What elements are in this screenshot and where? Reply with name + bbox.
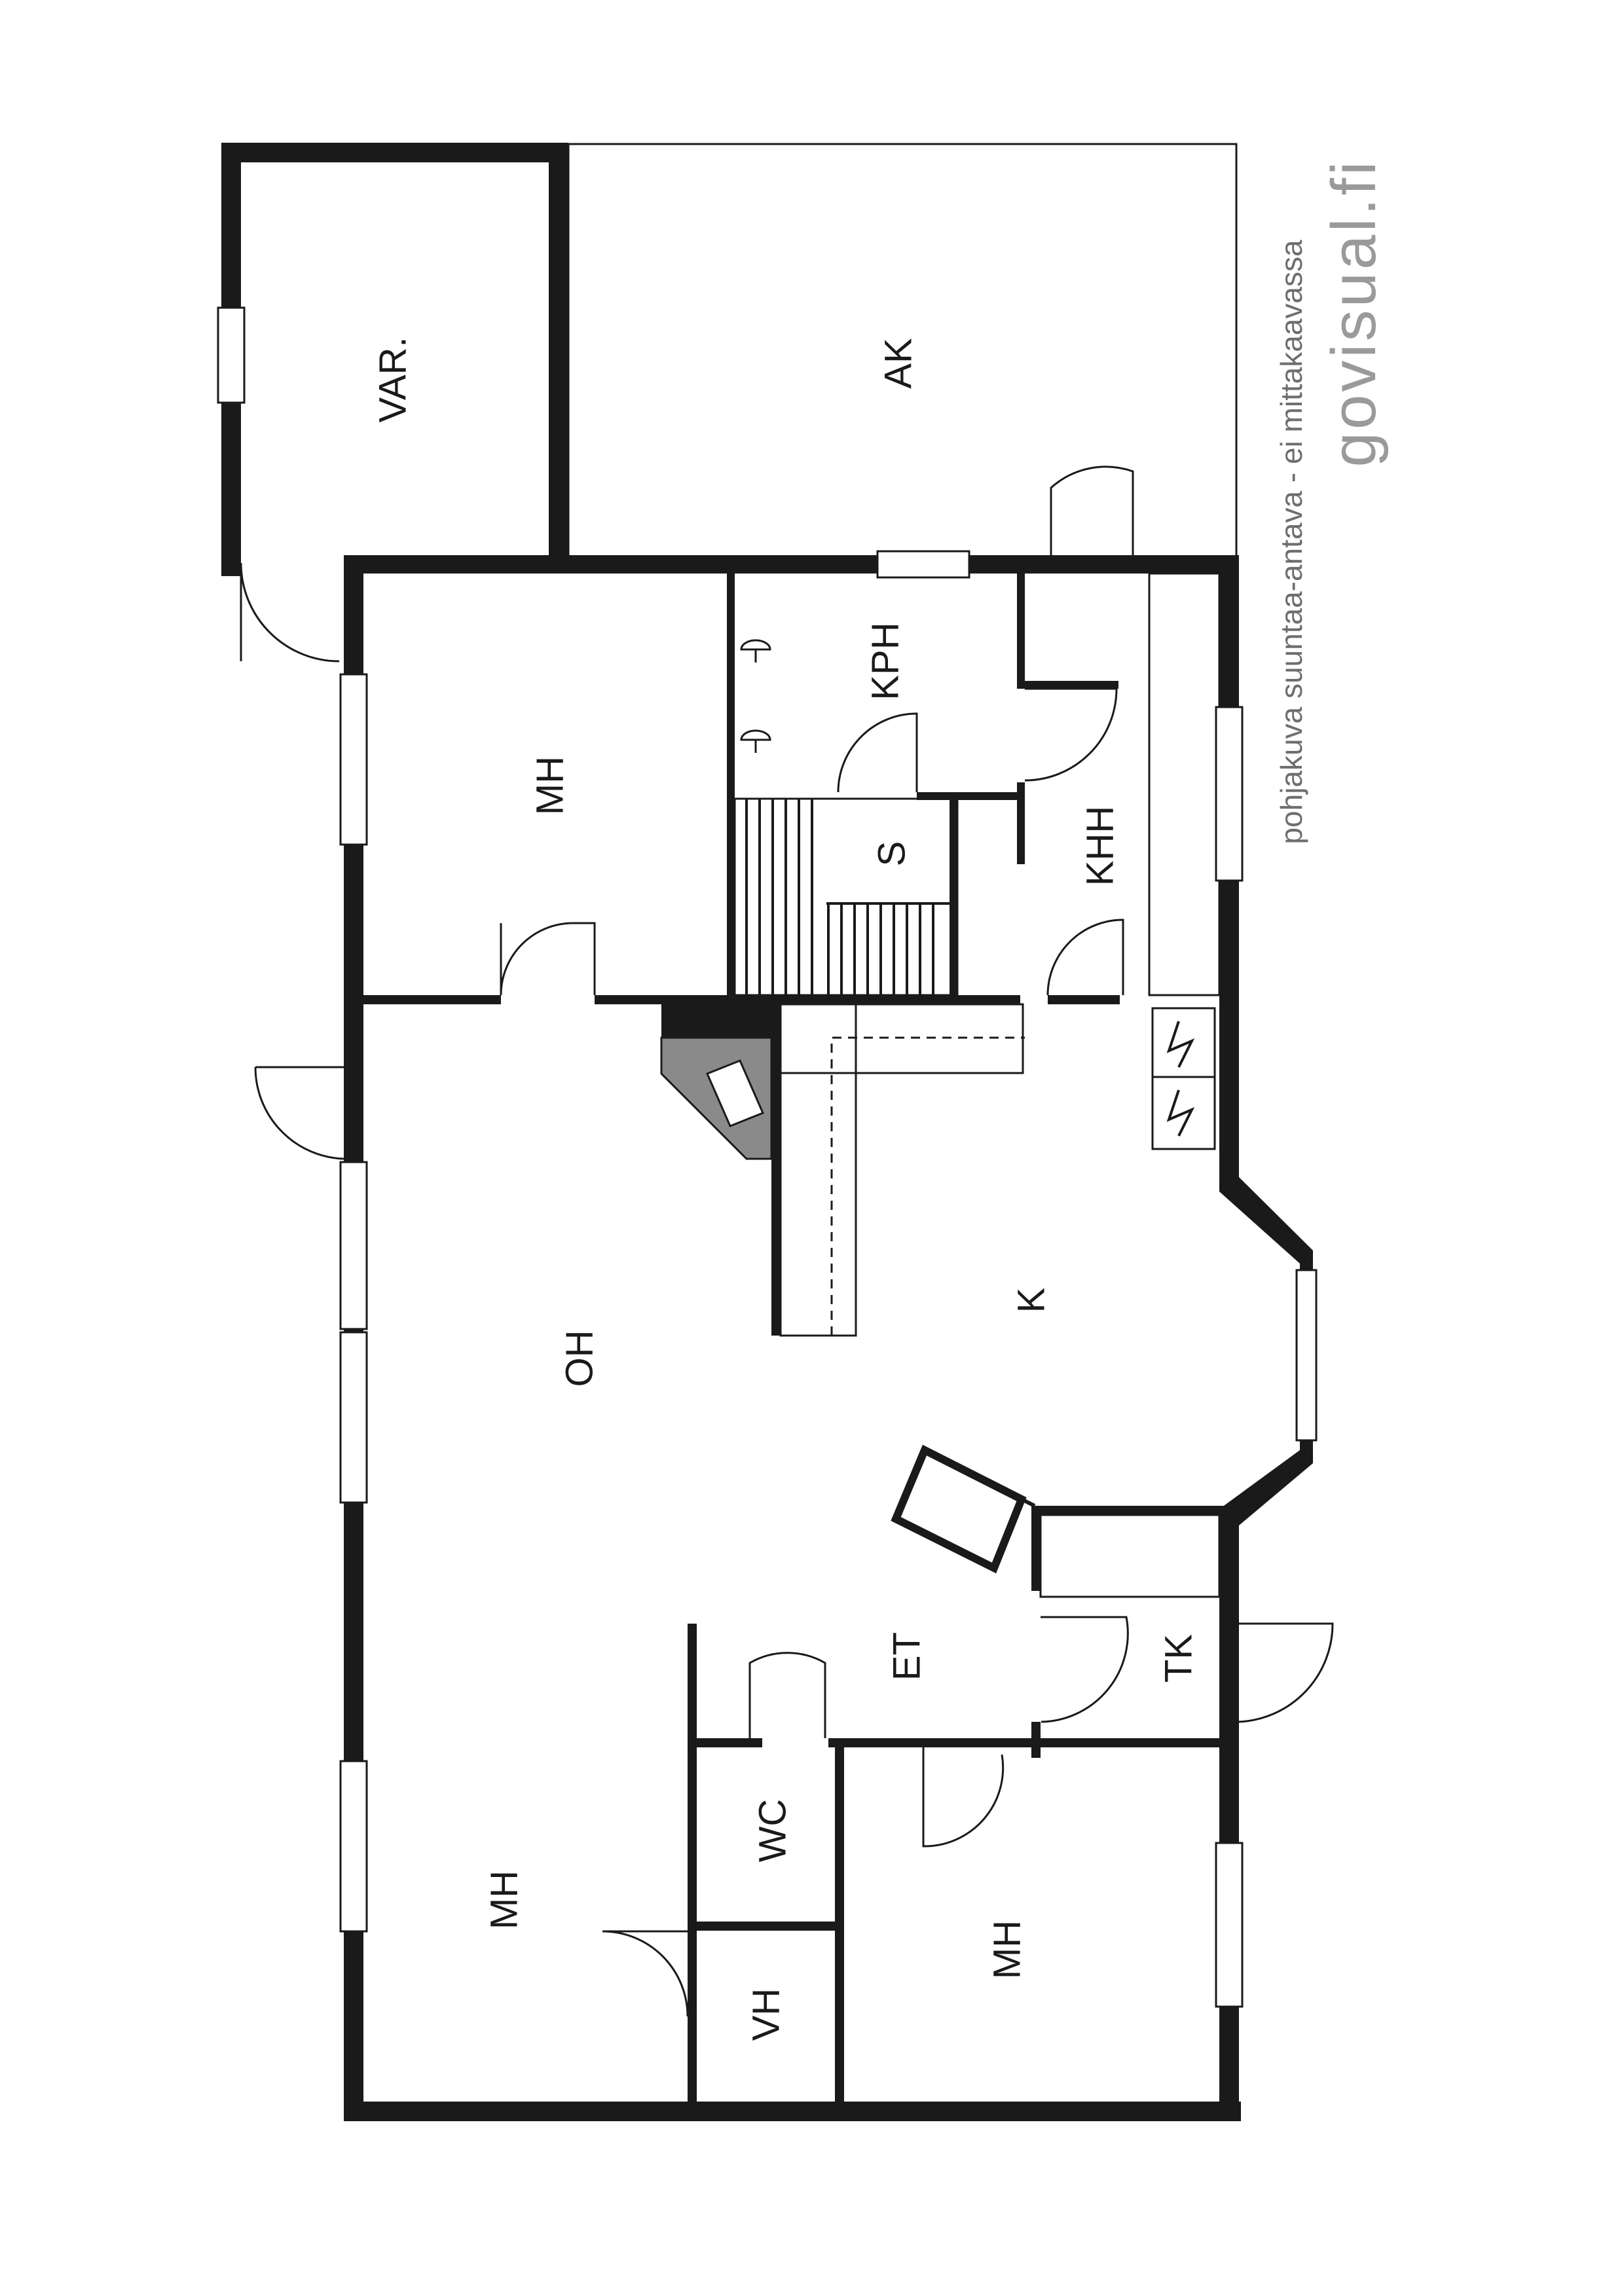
door-swing-icon — [254, 1066, 344, 1160]
room-label-vh: VH — [745, 1988, 788, 2041]
door-swing-icon — [837, 712, 918, 793]
window-icon — [1215, 706, 1244, 882]
kitchen-appliance — [891, 1444, 1036, 1574]
room-label-mh-bottom-right: MH — [986, 1920, 1029, 1979]
door-swing-icon — [240, 562, 340, 663]
door-swing-icon — [748, 1652, 826, 1738]
shower-icon — [740, 639, 771, 753]
room-label-s: S — [871, 841, 913, 867]
room-labels: VAR. AK MH KPH S KHH OH K ET TK WC VH MH… — [372, 337, 1200, 2041]
doors — [240, 465, 1334, 2017]
window-icon — [1215, 1842, 1244, 2008]
window-icon — [339, 1161, 368, 1330]
room-label-mh-bottom-left: MH — [483, 1870, 526, 1929]
room-label-var: VAR. — [372, 337, 415, 422]
room-label-ak: AK — [877, 338, 920, 389]
interior-walls — [363, 572, 1221, 2121]
window-icon — [217, 306, 246, 404]
door-swing-icon — [500, 922, 596, 996]
door-swing-icon — [1024, 687, 1118, 782]
room-label-wc: WC — [752, 1799, 794, 1863]
windows — [217, 306, 1318, 2008]
door-swing-icon — [1041, 1616, 1129, 1723]
room-label-kph: KPH — [864, 622, 907, 700]
window-icon — [339, 673, 368, 846]
window-icon — [876, 550, 970, 579]
window-icon — [1295, 1269, 1318, 1442]
fireplace-icon — [660, 1036, 773, 1160]
watermark-caption: pohjakuva suuntaa-antava - ei mittakaava… — [1274, 240, 1308, 845]
room-label-mh-top: MH — [529, 756, 572, 815]
electrical-panel-icon — [1151, 1007, 1216, 1150]
room-label-oh: OH — [559, 1330, 601, 1387]
watermark-brand: govisual.fi — [1319, 159, 1389, 467]
watermark: pohjakuva suuntaa-antava - ei mittakaava… — [1274, 159, 1389, 845]
room-label-et: ET — [886, 1632, 929, 1681]
room-label-tk: TK — [1158, 1634, 1200, 1683]
window-icon — [339, 1331, 368, 1504]
window-icon — [339, 1760, 368, 1933]
stairs — [745, 799, 950, 995]
door-swing-icon — [1050, 465, 1134, 555]
room-label-khh: KHH — [1079, 806, 1122, 886]
counter-edge — [830, 1036, 1025, 1336]
door-swing-icon — [1046, 919, 1124, 996]
door-swing-icon — [602, 1930, 689, 2017]
door-swing-icon — [1238, 1622, 1334, 1723]
door-swing-icon — [922, 1747, 1005, 1848]
room-label-k: K — [1010, 1287, 1053, 1313]
